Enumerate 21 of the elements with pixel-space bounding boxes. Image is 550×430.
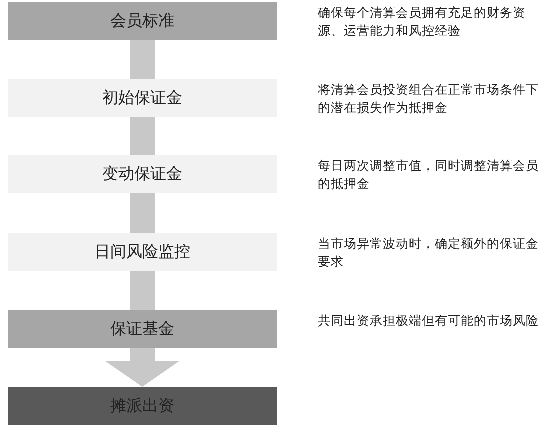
description-text: 每日两次调整市值，同时调整清算会员的抵押金 [318,157,540,193]
step-box [8,387,277,425]
connector-bar [130,271,155,310]
description-text: 确保每个清算会员拥有充足的财务资源、运营能力和风控经验 [318,4,527,40]
connector-bar [130,193,155,233]
step-box [8,79,277,117]
description-text: 当市场异常波动时，确定额外的保证金要求 [318,235,540,271]
step-box [8,233,277,271]
step-label: 会员标准 [110,10,174,32]
connector-bar [130,40,155,79]
connector-bar [130,117,155,155]
step-label: 变动保证金 [102,164,182,184]
step-label: 日间风险监控 [94,242,190,262]
step-box [8,155,277,193]
block-arrow [105,348,180,387]
description-text: 共同出资承担极端但有可能的市场风险 [318,312,540,330]
step-label: 初始保证金 [102,88,182,108]
step-box [8,2,277,40]
step-box [8,310,277,348]
description-text: 将清算会员投资组合在正常市场条件下的潜在损失作为抵押金 [318,81,540,117]
step-label: 保证基金 [110,318,174,340]
